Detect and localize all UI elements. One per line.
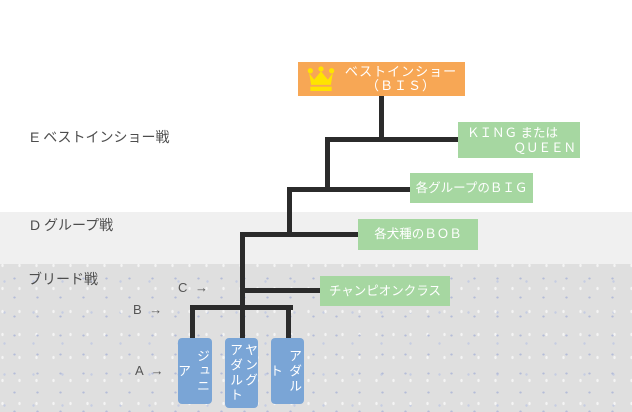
king-queen-box: ＫＩＮＧ または ＱＵＥＥＮ: [458, 122, 580, 158]
connector-young-adult-stub: [240, 305, 245, 338]
breed-bob-box: 各犬種のＢＯＢ: [358, 219, 478, 250]
connector-junior-stub: [190, 305, 195, 338]
best-in-show-label: ベストインショー （ＢＩＳ）: [337, 65, 465, 93]
king-queen-line2: ＱＵＥＥＮ: [513, 141, 576, 155]
group-big-box: 各グループのＢＩＧ: [410, 173, 533, 203]
adult-class-label: アダルト: [268, 348, 302, 394]
young-adult-class-box: ヤング アダルト: [225, 338, 258, 408]
connector-bob-vertical: [240, 232, 245, 310]
connector-king-horizontal: [325, 137, 458, 142]
section-label-breed: ブリード戦: [28, 271, 98, 287]
junior-class-label: ジュニア: [176, 348, 210, 394]
young-adult-class-label-col1: ヤング: [243, 343, 258, 388]
king-queen-line1: ＫＩＮＧ または: [467, 126, 558, 140]
marker-b: B →: [133, 302, 165, 317]
connector-king-vertical: [325, 137, 330, 192]
best-in-show-line2: （ＢＩＳ）: [365, 78, 436, 93]
junior-class-box: ジュニア: [176, 338, 212, 404]
best-in-show-box: ベストインショー （ＢＩＳ）: [298, 62, 465, 96]
best-in-show-line1: ベストインショー: [344, 64, 458, 79]
young-adult-class-label-col2: アダルト: [228, 343, 243, 403]
connector-bis-vertical: [379, 96, 384, 140]
section-label-group: D グループ戦: [30, 217, 114, 233]
marker-a: A →: [135, 363, 166, 378]
marker-c: C →: [178, 280, 210, 295]
connector-bob-horizontal: [240, 232, 358, 237]
section-label-best-in-show: E ベストインショー戦: [30, 129, 170, 145]
champion-class-box: チャンピオンクラス: [320, 276, 450, 306]
connector-big-vertical: [287, 187, 292, 237]
connector-big-horizontal: [287, 187, 410, 192]
connector-champion-horizontal: [240, 288, 320, 293]
crown-icon: [307, 66, 335, 91]
connector-adult-stub: [286, 305, 291, 338]
group-stage-band: [0, 212, 632, 264]
adult-class-box: アダルト: [268, 338, 304, 404]
